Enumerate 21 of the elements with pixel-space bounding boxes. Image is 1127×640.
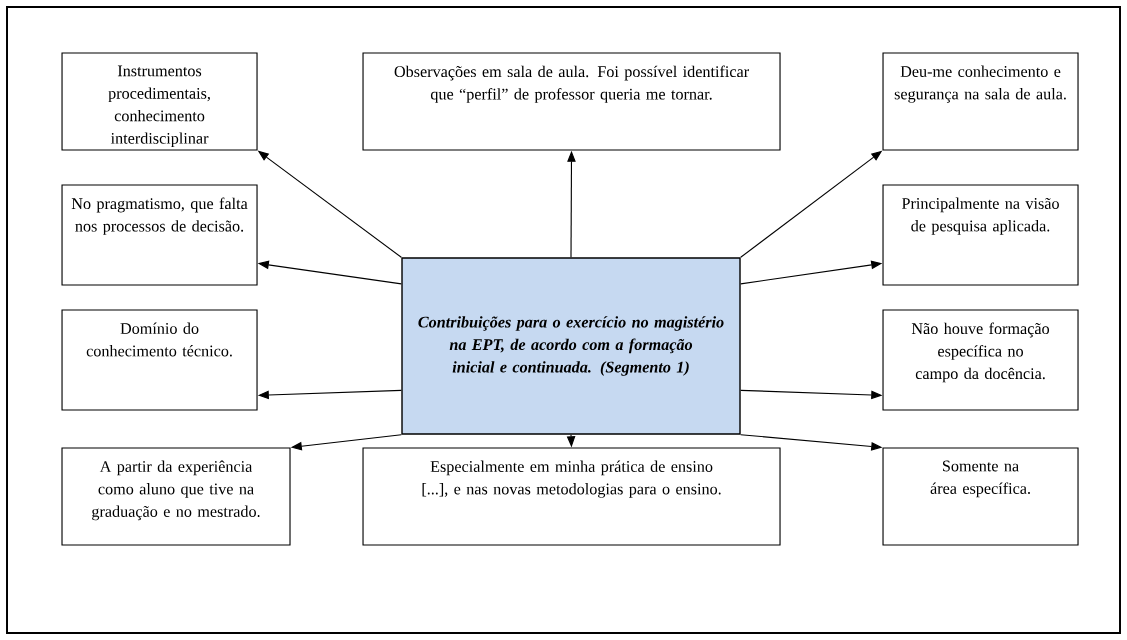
node-label: A partir da experiência como aluno que tive na graduação e no mestrado. [92,460,260,521]
node-label: Principalmente na visão de pesquisa aplicada. [901,197,1059,235]
text-box [362,52,781,151]
text-box [362,447,781,546]
text-box [61,52,258,151]
text-box [61,184,258,286]
node-label: Instrumentos procedimentais, conhecimento interdisciplinar [108,65,210,148]
node-label: Deu-me conhecimento e segurança na sala de aula. [894,65,1066,103]
text-box [61,309,258,411]
node-label: Somente na área específica. [930,460,1030,498]
node-label: No pragmatismo, que falta nos processos de decisão. [71,197,248,235]
node-label: Observações em sala de aula. Foi possível identificar que “perfil” de professor queria me tornar. [394,65,749,103]
node-label: Contribuições para o exercício no magistério na EPT, de acordo com a formação inicial e continuada. (Segmento 1) [418,316,724,376]
text-box [882,184,1079,286]
node-label: Domínio do conhecimento técnico. [86,322,232,357]
text-box [882,447,1079,546]
text-box [882,52,1079,151]
node-label: Não houve formação específica no campo da docência. [911,322,1050,383]
text-box [882,309,1079,411]
node-label: Especialmente em minha prática de ensino [...], e nas novas metodologias para o ensino. [422,460,721,498]
text-box [61,447,291,546]
